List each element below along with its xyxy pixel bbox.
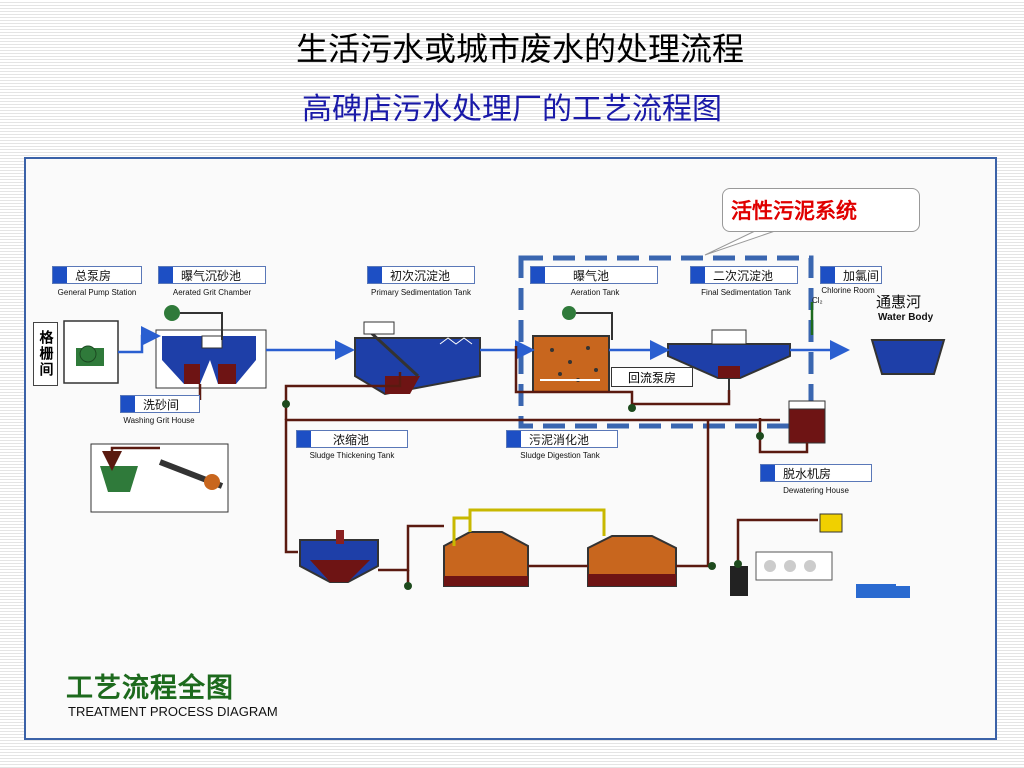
grit-chamber-label: 曝气沉砂池 bbox=[158, 266, 266, 284]
diagram-title-cn: 工艺流程全图 bbox=[66, 673, 234, 704]
water-body-label: 通惠河 bbox=[876, 293, 922, 311]
activated-sludge-callout: 活性污泥系统 bbox=[722, 188, 920, 232]
screen-house-label: 格栅间 bbox=[33, 322, 58, 386]
washing-grit-en: Washing Grit House bbox=[123, 416, 195, 425]
primary-tank-en: Primary Sedimentation Tank bbox=[371, 288, 471, 297]
aeration-tank-label: 曝气池 bbox=[530, 266, 658, 284]
pump-station-en: General Pump Station bbox=[57, 288, 137, 297]
dewatering-house-en: Dewatering House bbox=[783, 486, 849, 495]
slide-subtitle: 高碑店污水处理厂的工艺流程图 bbox=[302, 92, 722, 127]
chlorine-symbol: Cl₂ bbox=[812, 296, 823, 305]
aeration-tank-en: Aeration Tank bbox=[570, 288, 620, 297]
digester-2-graphic bbox=[587, 535, 677, 587]
primary-tank-graphic bbox=[354, 321, 481, 396]
digestion-tank-en: Sludge Digestion Tank bbox=[520, 451, 600, 460]
pump-station-graphic bbox=[63, 320, 119, 384]
return-pump-label: 回流泵房 bbox=[611, 367, 693, 387]
dewatering-house-label: 脱水机房 bbox=[760, 464, 872, 482]
callout-tail bbox=[704, 230, 776, 256]
final-tank-graphic bbox=[667, 329, 791, 390]
chlorine-room-en: Chlorine Room bbox=[821, 286, 875, 295]
dewatering-graphic bbox=[730, 513, 910, 598]
digester-1-graphic bbox=[443, 531, 529, 587]
primary-tank-label: 初次沉淀池 bbox=[367, 266, 475, 284]
aeration-tank-graphic bbox=[532, 306, 613, 393]
final-tank-label: 二次沉淀池 bbox=[690, 266, 798, 284]
digestion-tank-label: 污泥消化池 bbox=[506, 430, 618, 448]
grit-chamber-graphic bbox=[155, 305, 267, 389]
water-body-graphic bbox=[870, 339, 946, 375]
water-body-en: Water Body bbox=[878, 312, 934, 323]
final-tank-en: Final Sedimentation Tank bbox=[701, 288, 791, 297]
thickening-tank-label: 浓缩池 bbox=[296, 430, 408, 448]
chlorine-tank-graphic bbox=[788, 400, 826, 444]
pump-station-label: 总泵房 bbox=[52, 266, 142, 284]
thickening-tank-graphic bbox=[299, 530, 379, 583]
thickening-tank-en: Sludge Thickening Tank bbox=[309, 451, 395, 460]
diagram-title-en: TREATMENT PROCESS DIAGRAM bbox=[68, 704, 278, 719]
washing-grit-label: 洗砂间 bbox=[120, 395, 200, 413]
grit-chamber-en: Aerated Grit Chamber bbox=[172, 288, 252, 297]
chlorine-room-label: 加氯间 bbox=[820, 266, 882, 284]
slide-title: 生活污水或城市废水的处理流程 bbox=[295, 30, 744, 68]
